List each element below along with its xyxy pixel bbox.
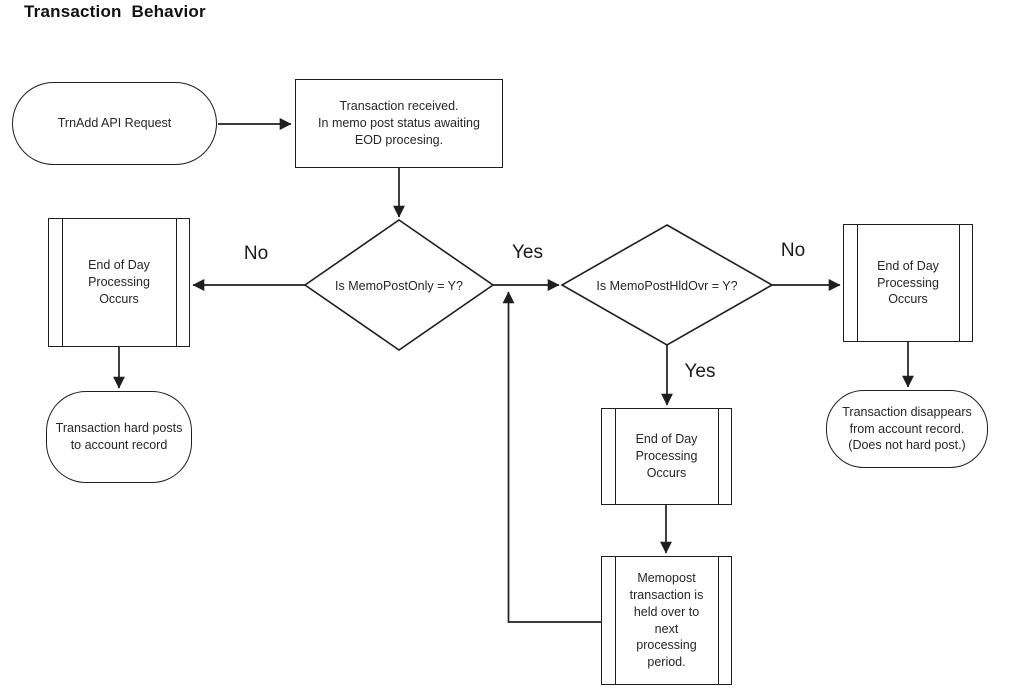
node-transaction-disappears-label: Transaction disappears from account reco… [842,404,972,453]
node-transaction-received-label: Transaction received. In memo post statu… [318,99,480,147]
predefined-bar-icon [61,219,63,346]
predefined-bar-icon [717,409,719,504]
predefined-bar-icon [175,219,177,346]
node-eod-processing-left: End of Day Processing Occurs [48,218,190,347]
predefined-bar-icon [614,557,616,684]
diagram-title: Transaction Behavior [24,2,206,21]
node-eod-processing-right: End of Day Processing Occurs [843,224,973,342]
connector-hold-over-loop-back [502,291,601,623]
node-eod-processing-left-label: End of Day Processing Occurs [88,258,150,306]
predefined-bar-icon [614,409,616,504]
node-decision-memo-post-only-label: Is MemoPostOnly = Y? [335,279,463,293]
node-memopost-hold-over-label: Memopost transaction is held over to nex… [629,570,704,670]
node-trnadd-api-request: TrnAdd API Request [12,82,217,165]
decision-memo-post-only-shape [303,219,495,351]
node-memopost-hold-over: Memopost transaction is held over to nex… [601,556,732,685]
node-eod-processing-right-label: End of Day Processing Occurs [877,258,939,307]
predefined-bar-icon [958,225,960,341]
edge-label-no-left: No [243,243,269,264]
node-transaction-received: Transaction received. In memo post statu… [295,79,503,168]
node-hard-posts-label: Transaction hard posts to account record [55,421,183,452]
node-hard-posts: Transaction hard posts to account record [46,391,192,483]
predefined-bar-icon [717,557,719,684]
node-eod-processing-middle: End of Day Processing Occurs [601,408,732,505]
edge-label-yes-right: Yes [512,242,543,263]
edge-label-yes-down: Yes [684,361,716,382]
predefined-bar-icon [856,225,858,341]
node-eod-processing-middle-label: End of Day Processing Occurs [635,432,698,480]
edge-label-no-right: No [780,240,806,261]
node-trnadd-api-request-label: TrnAdd API Request [57,116,172,131]
node-decision-hold-over-label: Is MemoPostHldOvr = Y? [596,279,738,293]
node-transaction-disappears: Transaction disappears from account reco… [826,390,988,468]
